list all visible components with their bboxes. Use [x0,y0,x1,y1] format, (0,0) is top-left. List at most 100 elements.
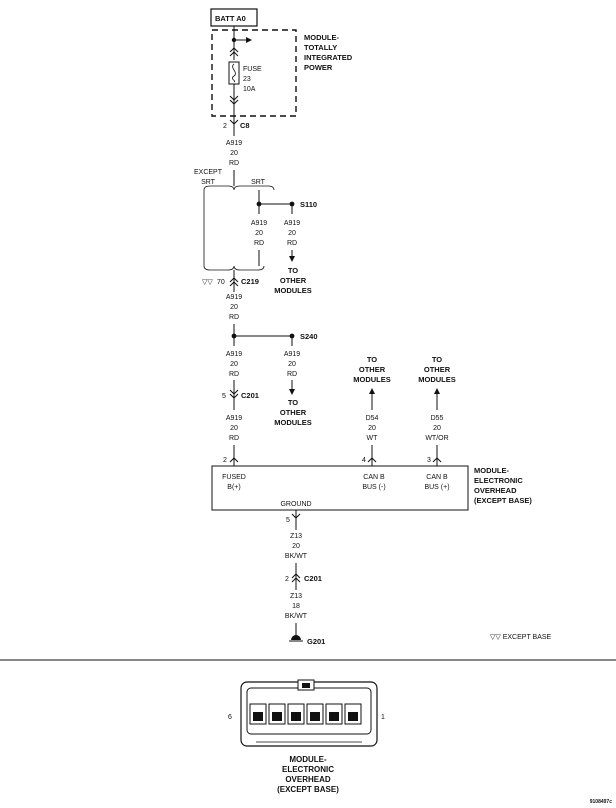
c8-pin: 2 [223,123,227,130]
wire2-color: RD [229,314,239,321]
g201-ground-symbol [291,635,301,640]
wire2-circuit: A919 [226,294,242,301]
s240-to-3: MODULES [274,418,312,427]
can-minus-to-3: MODULES [353,375,391,384]
cavity-6-terminal [253,712,263,721]
can-plus-to-2: OTHER [424,365,451,374]
module-can-minus-2: BUS (-) [362,484,385,491]
s240-right-gauge: 20 [288,361,296,368]
s110-right-gauge: 20 [288,230,296,237]
fuse-bottom-chevron [229,95,239,105]
ground-pin: 5 [286,517,290,524]
tipm-label-4: POWER [304,63,333,72]
can-minus-gauge: 20 [368,425,376,432]
c201b-connector-symbol [291,573,301,583]
c201-connector-symbol [229,389,239,399]
can-minus-to-2: OTHER [359,365,386,374]
figure-id: 9108497c [590,799,612,805]
s240-name: S240 [300,332,318,341]
s240-left-gauge: 20 [230,361,238,368]
module-label-2: ELECTRONIC [474,476,523,485]
wire3-circuit: A919 [226,415,242,422]
module-fused-1: FUSED [222,474,246,481]
module-fused-2: B(+) [227,484,240,491]
ground-w2-gauge: 18 [292,603,300,610]
can-plus-circuit: D55 [431,415,444,422]
s240-left-circuit: A919 [226,351,242,358]
module-label-1: MODULE- [474,466,509,475]
s110-to-2: OTHER [280,276,307,285]
can-plus-pin: 3 [427,457,431,464]
connector-pin-left: 6 [228,714,232,721]
wire3-color: RD [229,435,239,442]
can-plus-pin-symbol [432,457,442,463]
fuse-label: FUSE [243,66,262,73]
cavity-2-terminal [329,712,339,721]
module-can-plus-2: BUS (+) [424,484,449,491]
cavity-1-terminal [348,712,358,721]
tipm-module-box [211,29,297,117]
fuse-element [231,63,236,83]
can-minus-circuit: D54 [366,415,379,422]
connector-pin-right: 1 [381,714,385,721]
module-label-4: (EXCEPT BASE) [474,496,532,505]
connector-label-4: (EXCEPT BASE) [277,785,339,794]
srt-label: SRT [251,179,266,186]
module-can-plus-1: CAN B [426,474,448,481]
connector-label-3: OVERHEAD [285,775,331,784]
ground-w1-circuit: Z13 [290,533,302,540]
except-base-legend: ▽▽ EXCEPT BASE [490,634,552,641]
c201a-name: C201 [241,391,259,400]
c219-marker: ▽▽ [202,279,213,286]
tipm-label-3: INTEGRATED [304,53,353,62]
can-plus-to-1: TO [432,355,442,364]
can-minus-color: WT [367,435,379,442]
can-minus-arrow-head [369,388,375,394]
wire1-gauge: 20 [230,150,238,157]
s240-to-1: TO [288,398,298,407]
cavity-3-terminal [310,712,320,721]
s110-left-circuit: A919 [251,220,267,227]
s240-right-circuit: A919 [284,351,300,358]
can-plus-color: WT/OR [425,435,448,442]
connector-cavities [249,703,362,725]
module-can-minus-1: CAN B [363,474,385,481]
module-pin2-symbol [229,457,239,463]
s240-left-color: RD [229,371,239,378]
s240-right-color: RD [287,371,297,378]
tipm-label-2: TOTALLY [304,43,337,52]
s110-left-gauge: 20 [255,230,263,237]
s110-right-circuit: A919 [284,220,300,227]
module-eom-box [211,465,469,511]
s110-to-1: TO [288,266,298,275]
tipm-label-1: MODULE- [304,33,339,42]
c201b-name: C201 [304,574,322,583]
can-plus-to-3: MODULES [418,375,456,384]
connector-label-1: MODULE- [289,755,327,764]
c201a-pin: 5 [222,393,226,400]
module-pin2: 2 [223,457,227,464]
branch-bottom-brace [203,265,265,271]
except-srt-label-2: SRT [201,179,216,186]
can-plus-gauge: 20 [433,425,441,432]
fuse-top-chevron [229,47,239,57]
s240-arrow-head [289,389,295,395]
wire3-gauge: 20 [230,425,238,432]
fuse-rating: 10A [243,86,256,93]
ground-w2-circuit: Z13 [290,593,302,600]
c8-name: C8 [240,121,250,130]
can-minus-pin: 4 [362,457,366,464]
can-minus-to-1: TO [367,355,377,364]
s110-name: S110 [300,200,317,209]
except-srt-label-1: EXCEPT [194,169,223,176]
cavity-4-terminal [291,712,301,721]
ground-w2-color: BK/WT [285,613,308,620]
s110-right-color: RD [287,240,297,247]
c219-connector-symbol [229,277,239,287]
connector-lock-tab-inner [302,683,310,688]
cavity-5-terminal [272,712,282,721]
s240-to-2: OTHER [280,408,307,417]
branch-top-brace [203,185,275,191]
module-ground: GROUND [280,501,311,508]
